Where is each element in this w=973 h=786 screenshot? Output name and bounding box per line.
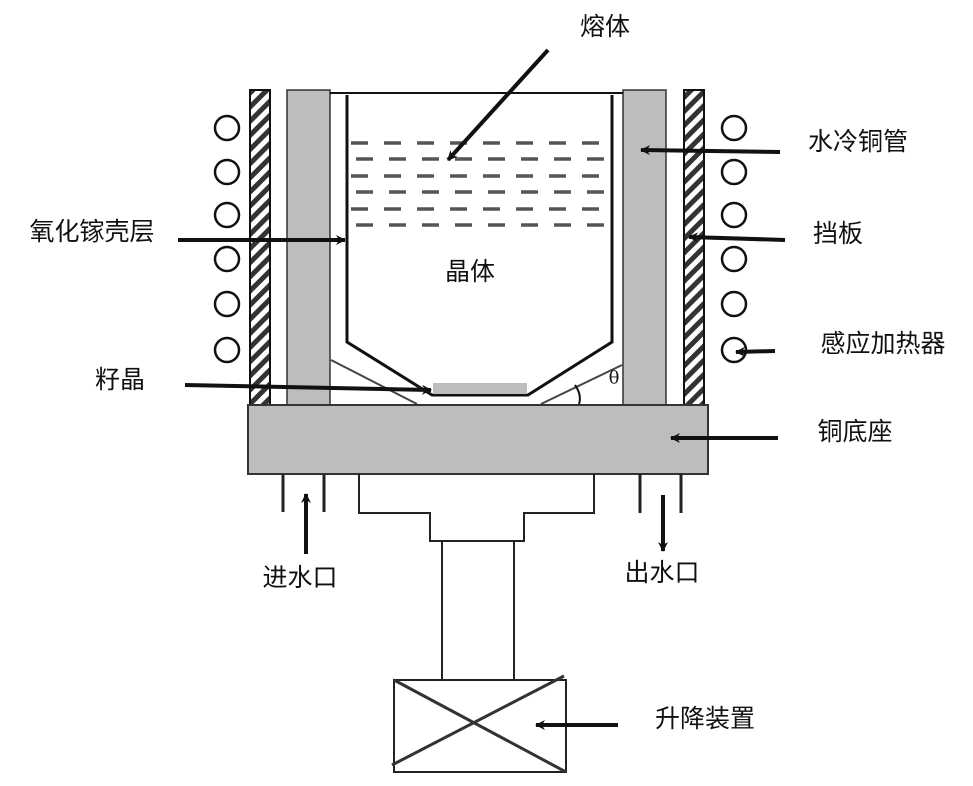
label-melt: 熔体: [580, 7, 630, 43]
label-copper-base: 铜底座: [817, 412, 892, 448]
arrow-seed: [185, 385, 431, 390]
copper-tube-right: [623, 90, 666, 405]
arrow-heater: [736, 351, 775, 352]
label-water-cooled-copper-tube: 水冷铜管: [808, 122, 908, 158]
label-lifting-device: 升降装置: [655, 699, 755, 735]
copper-tube-left: [287, 90, 330, 405]
water-pipes: [283, 474, 681, 513]
cone-line-left: [331, 360, 417, 404]
label-induction-heater: 感应加热器: [820, 324, 945, 360]
label-water-inlet: 进水口: [262, 558, 337, 594]
label-water-outlet: 出水口: [624, 553, 699, 589]
baffle-left: [250, 90, 270, 405]
copper-base: [248, 405, 708, 474]
lift-column: [442, 541, 514, 680]
pedestal: [359, 474, 594, 541]
label-crystal: 晶体: [445, 252, 495, 288]
label-baffle: 挡板: [813, 214, 863, 250]
melt-region: [348, 143, 610, 225]
arrow-copper-tube: [641, 150, 780, 152]
label-seed-crystal: 籽晶: [95, 360, 145, 396]
baffle-right: [684, 90, 704, 405]
gallium-oxide-shell: [347, 95, 612, 395]
seed-crystal: [433, 383, 527, 394]
label-angle-theta: θ: [609, 368, 620, 389]
label-gallium-oxide-shell: 氧化镓壳层: [29, 212, 154, 248]
angle-arc: [575, 385, 580, 404]
